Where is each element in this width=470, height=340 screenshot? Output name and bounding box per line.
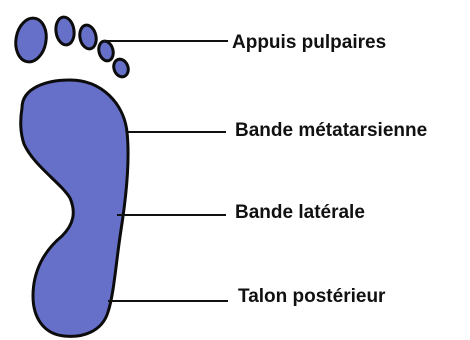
toe-pad-fourth (97, 40, 116, 63)
label-bande-laterale: Bande latérale (235, 202, 365, 223)
label-bande-metatarsienne: Bande métatarsienne (235, 120, 427, 141)
toe-pad-third (78, 24, 99, 51)
toe-pads (12, 16, 130, 79)
label-appuis-pulpaires: Appuis pulpaires (232, 32, 386, 53)
toe-pad-little (111, 57, 130, 79)
toe-pad-second (54, 16, 76, 46)
label-talon-posterieur: Talon postérieur (238, 286, 386, 307)
toe-pad-big (12, 16, 49, 65)
sole-footprint (21, 80, 128, 336)
